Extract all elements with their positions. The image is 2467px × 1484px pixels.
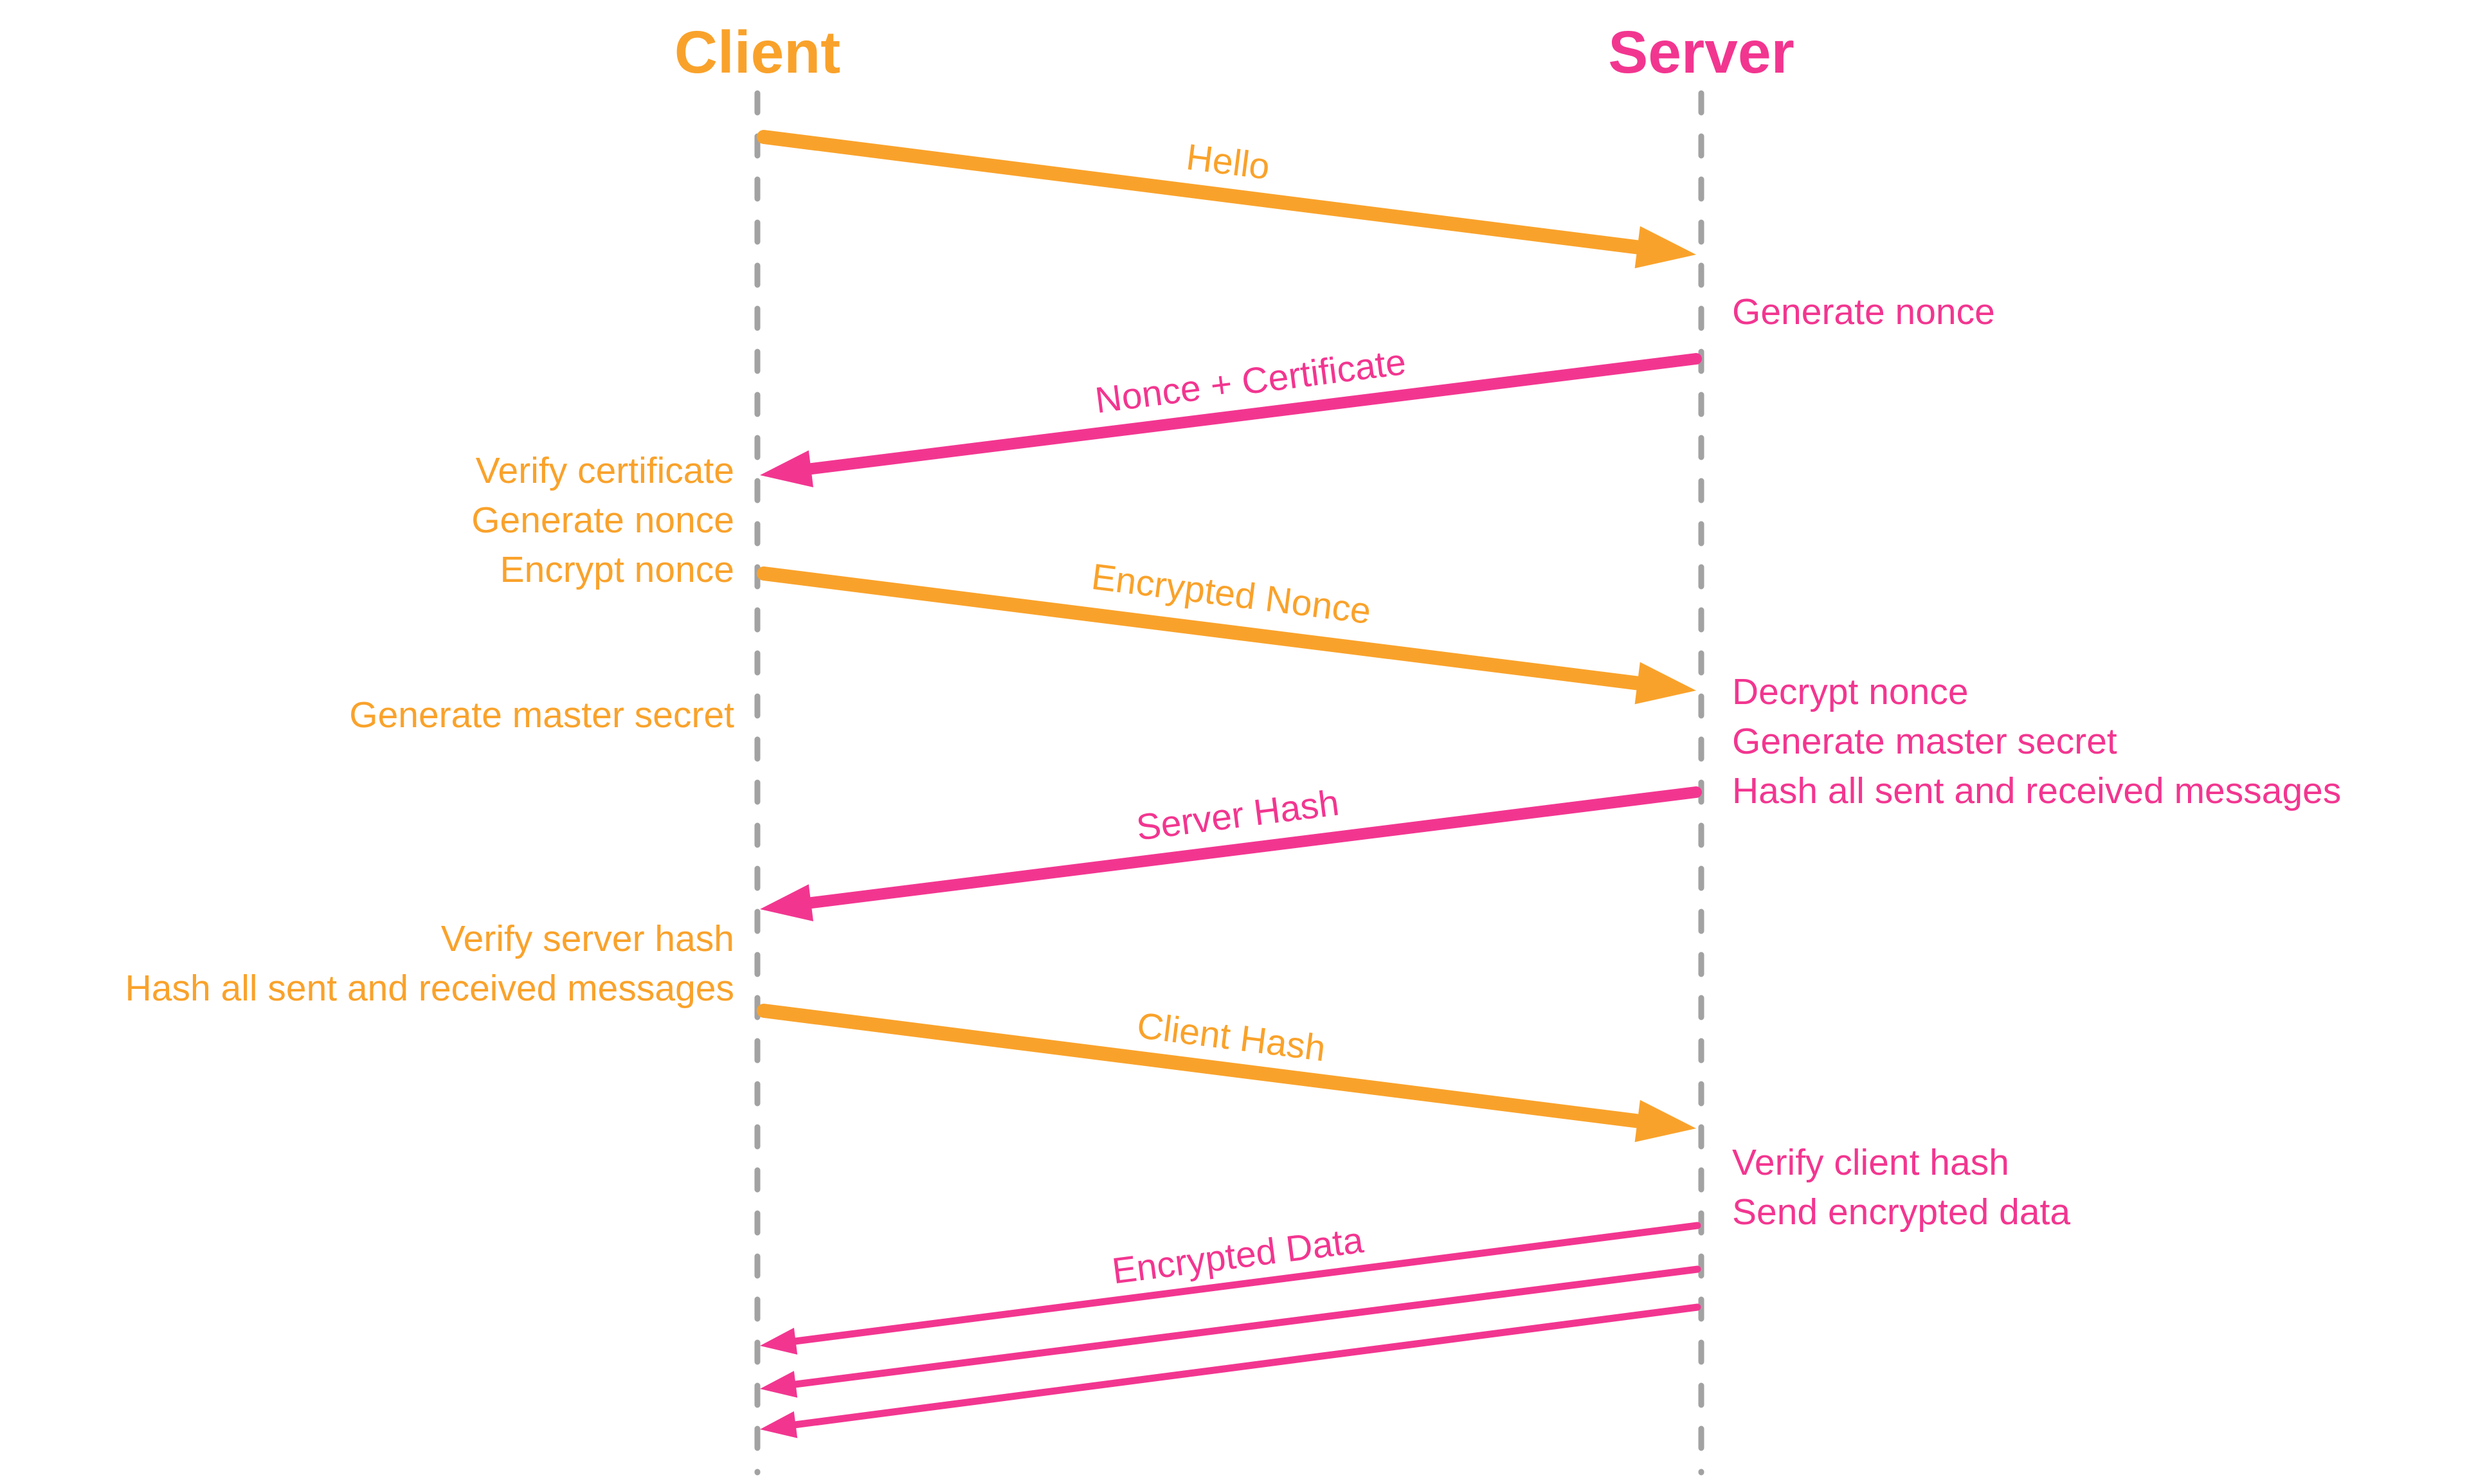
note-line: Encrypt nonce [500, 549, 734, 590]
note-line: Generate master secret [349, 694, 734, 736]
client-note-verify-server-hash: Verify server hash Hash all sent and rec… [125, 914, 734, 1013]
note-line: Hash all sent and received messages [1732, 770, 2342, 811]
client-note-master-secret: Generate master secret [349, 691, 734, 740]
message-arrow-hello [757, 130, 1656, 256]
note-line: Generate master secret [1732, 721, 2117, 762]
message-arrow-encrypted-nonce [757, 566, 1656, 692]
note-line: Verify certificate [475, 450, 734, 491]
message-arrow-nonce-certificate-head [760, 450, 813, 487]
message-arrow-server-hash-head [760, 884, 813, 921]
message-arrow-client-hash [757, 1004, 1656, 1130]
note-line: Decrypt nonce [1732, 671, 1969, 712]
message-arrow-encrypted-nonce-head [1634, 662, 1696, 705]
client-note-verify-certificate: Verify certificate Generate nonce Encryp… [471, 446, 734, 595]
message-arrow-encrypted-data-2 [784, 1265, 1701, 1389]
message-arrow-encrypted-data-2-head [760, 1371, 798, 1398]
server-note-generate-nonce: Generate nonce [1732, 287, 1995, 337]
message-arrow-nonce-certificate [795, 353, 1702, 476]
server-note-decrypt-nonce: Decrypt nonce Generate master secret Has… [1732, 667, 2341, 816]
message-arrow-server-hash [795, 786, 1702, 910]
note-line: Generate nonce [1732, 291, 1995, 332]
server-note-verify-client-hash: Verify client hash Send encrypted data [1732, 1138, 2070, 1237]
message-arrow-encrypted-data-1-head [760, 1328, 798, 1355]
actor-title-client: Client [674, 19, 841, 86]
note-line: Verify server hash [440, 918, 734, 959]
note-line: Hash all sent and received messages [125, 968, 734, 1009]
message-arrow-client-hash-head [1634, 1099, 1696, 1143]
message-arrow-encrypted-data-3 [784, 1303, 1701, 1429]
actor-title-server: Server [1608, 19, 1794, 86]
message-arrow-hello-head [1634, 226, 1696, 269]
note-line: Send encrypted data [1732, 1191, 2071, 1233]
message-arrow-encrypted-data-1 [784, 1222, 1701, 1346]
note-line: Verify client hash [1732, 1142, 2009, 1183]
note-line: Generate nonce [471, 500, 734, 541]
message-arrow-encrypted-data-3-head [760, 1411, 798, 1438]
